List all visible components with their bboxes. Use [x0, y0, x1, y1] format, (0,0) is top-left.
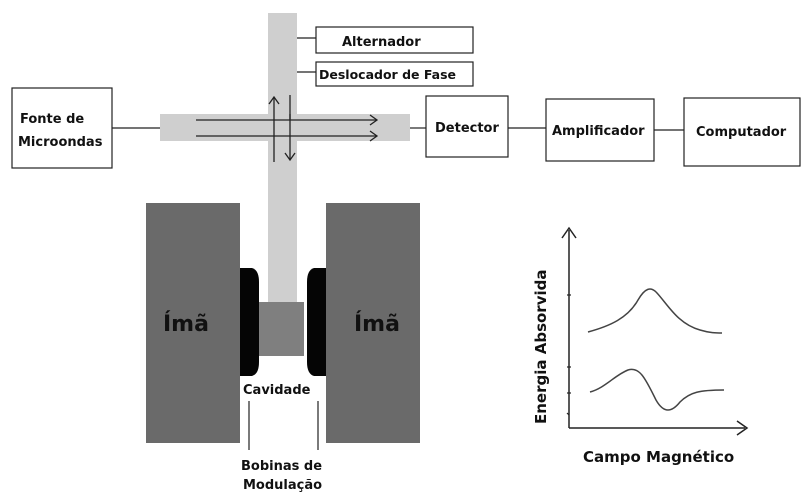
- phase-shifter-label: Deslocador de Fase: [319, 67, 456, 82]
- microwave-source-label-line2: Microondas: [18, 135, 103, 150]
- computer-label: Computador: [696, 125, 787, 140]
- alternator-label: Alternador: [342, 35, 421, 50]
- connector-lines: [112, 37, 684, 131]
- alternator-box: Alternador: [315, 26, 474, 54]
- amplifier-label: Amplificador: [552, 124, 645, 139]
- modulation-coils-label-line1: Bobinas de: [241, 459, 322, 474]
- detector-box: Detector: [425, 95, 509, 158]
- waveguide-flow-arrows: [196, 95, 379, 162]
- cavity-label: Cavidade: [243, 383, 311, 398]
- horizontal-waveguide: [160, 114, 410, 141]
- graph-tick-marks: [566, 294, 571, 416]
- detector-label: Detector: [435, 121, 499, 136]
- computer-box: Computador: [683, 97, 801, 167]
- vertical-waveguide: [268, 13, 297, 303]
- phase-shifter-box: Deslocador de Fase: [315, 61, 474, 87]
- right-modulation-coil: [307, 268, 326, 376]
- absorption-curve: [587, 288, 723, 334]
- coil-leader-lines: [248, 401, 319, 450]
- left-modulation-coil: [240, 268, 259, 376]
- graph-axes: [561, 226, 749, 436]
- amplifier-box: Amplificador: [545, 98, 655, 162]
- modulation-coils-label-line2: Modulação: [243, 478, 322, 493]
- microwave-source-label-line1: Fonte de: [20, 112, 84, 127]
- resonant-cavity: [259, 302, 304, 356]
- microwave-source-box: Fonte de Microondas: [11, 87, 113, 169]
- graph-ylabel: Energia Absorvida: [532, 270, 550, 424]
- derivative-curve: [589, 368, 725, 411]
- graph-xlabel: Campo Magnético: [583, 448, 734, 466]
- right-magnet: Ímã: [326, 203, 420, 443]
- left-magnet-label: Ímã: [163, 311, 209, 337]
- right-magnet-label: Ímã: [354, 311, 400, 337]
- left-magnet: Ímã: [146, 203, 240, 443]
